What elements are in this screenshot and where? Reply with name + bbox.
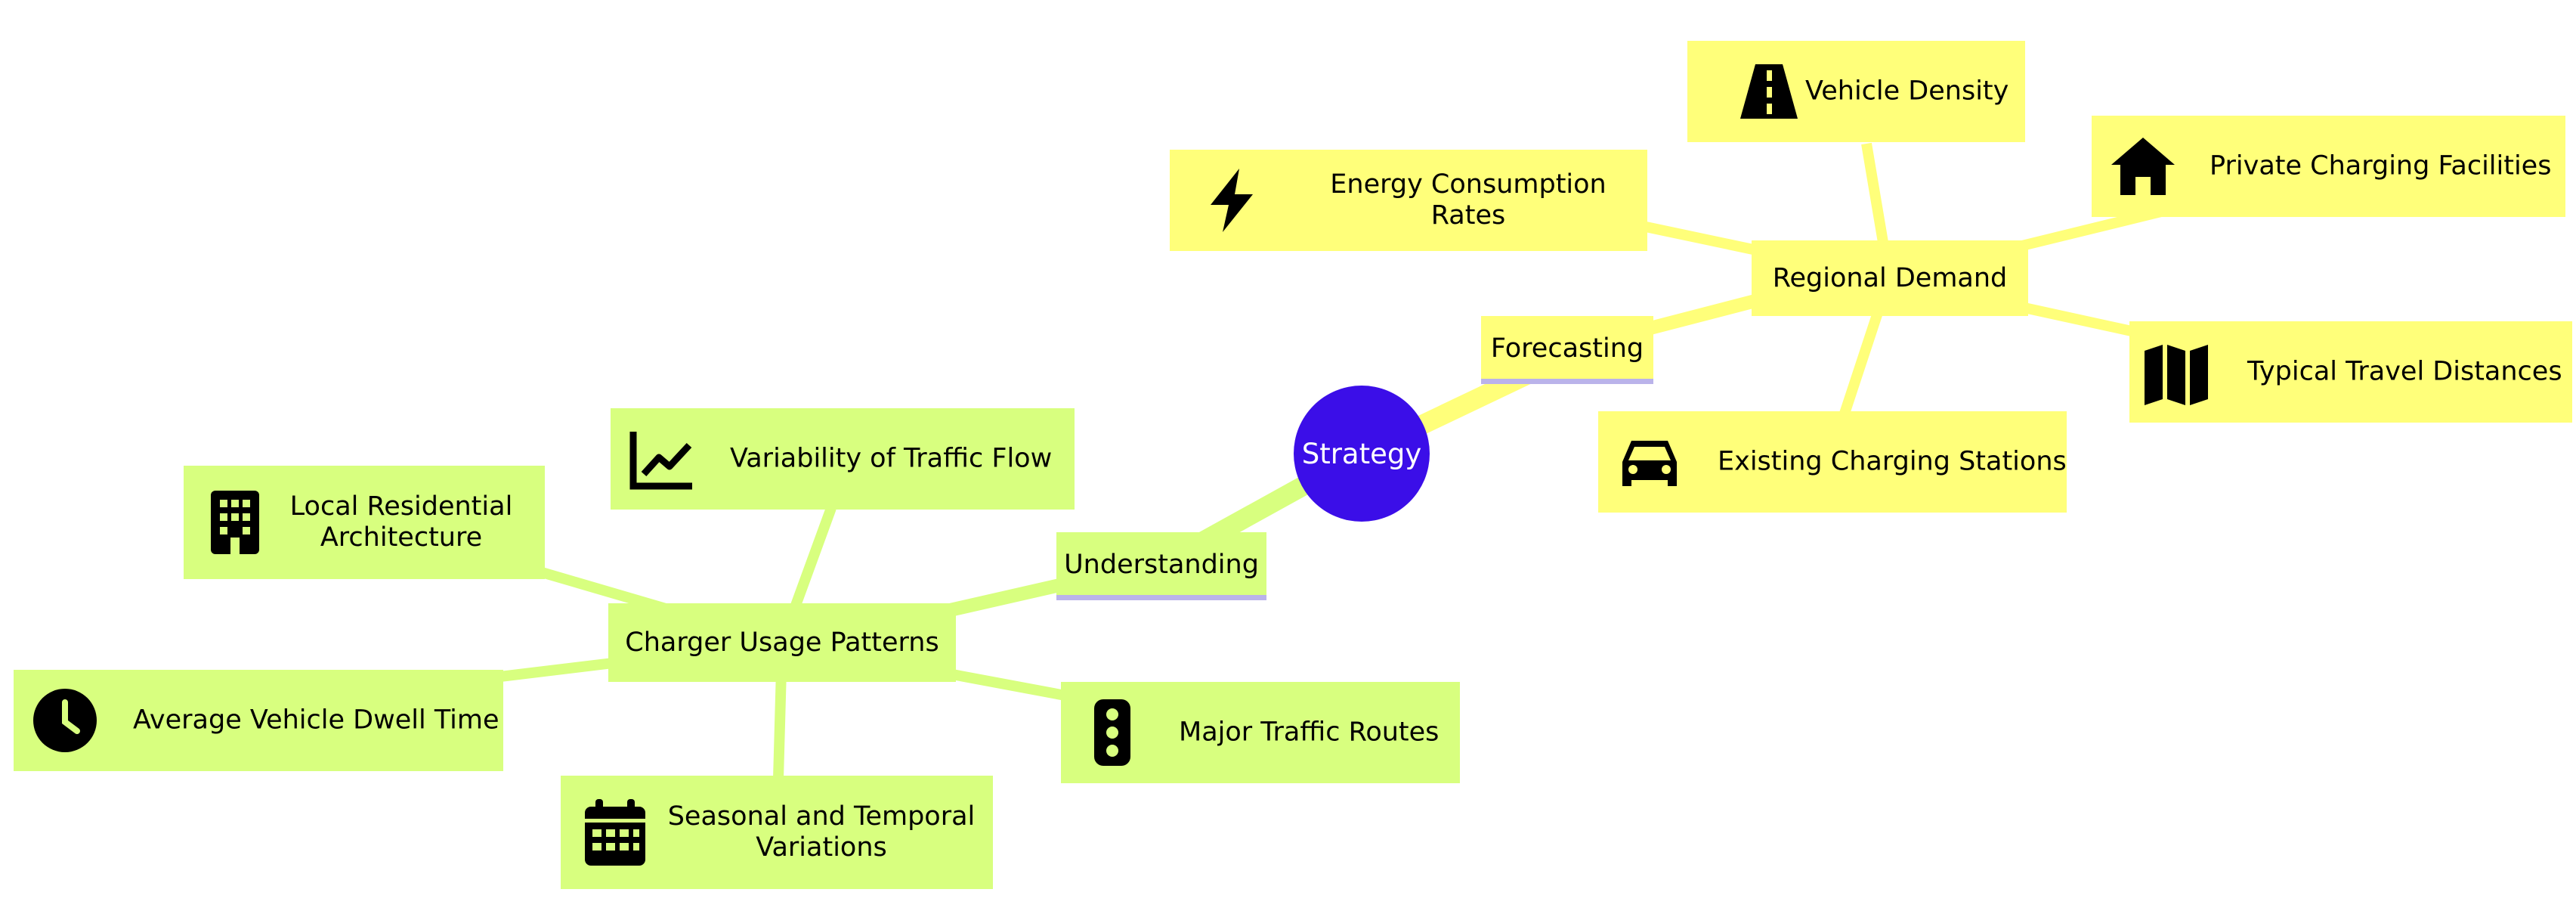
leaf-label: Average Vehicle Dwell Time [133, 705, 499, 736]
leaf-vehicle-density: Vehicle Density [1687, 41, 2025, 142]
clock-icon [29, 684, 101, 757]
branch-underline [1056, 595, 1266, 600]
leaf-label: Existing Charging Stations [1718, 446, 2067, 477]
building-icon [199, 486, 271, 559]
branch-understanding: Understanding [1056, 532, 1266, 600]
leaf-variability-of-traffic-flow: Variability of Traffic Flow [611, 408, 1075, 510]
branch-underline [1481, 379, 1653, 384]
leaf-label: Typical Travel Distances [2247, 356, 2562, 387]
leaf-label: Major Traffic Routes [1179, 717, 1440, 748]
leaf-local-residential-architecture: Local Residential Architecture [184, 466, 545, 579]
leaf-existing-charging-stations: Existing Charging Stations [1598, 411, 2067, 513]
subtopic-label: Charger Usage Patterns [625, 627, 939, 658]
traffic-light-icon [1076, 696, 1149, 769]
leaf-energy-consumption-rates: Energy Consumption Rates [1170, 150, 1647, 251]
branch-forecasting: Forecasting [1481, 316, 1653, 384]
root-node-strategy: Strategy [1294, 386, 1430, 522]
map-icon [2140, 336, 2213, 408]
leaf-label: Local Residential Architecture [289, 491, 513, 553]
leaf-label: Variability of Traffic Flow [730, 443, 1053, 474]
root-label: Strategy [1301, 437, 1422, 470]
road-icon [1733, 55, 1805, 128]
branch-label: Forecasting [1490, 333, 1644, 364]
house-icon [2107, 130, 2179, 203]
subtopic-charger-usage-patterns: Charger Usage Patterns [608, 603, 956, 682]
leaf-label: Energy Consumption Rates [1330, 169, 1607, 231]
leaf-label: Private Charging Facilities [2210, 150, 2552, 181]
leaf-seasonal-and-temporal-variations: Seasonal and Temporal Variations [561, 776, 993, 889]
leaf-label: Vehicle Density [1805, 76, 2009, 107]
leaf-major-traffic-routes: Major Traffic Routes [1061, 682, 1460, 783]
bolt-icon [1195, 164, 1268, 237]
leaf-private-charging-facilities: Private Charging Facilities [2092, 116, 2565, 217]
branch-label: Understanding [1064, 549, 1259, 580]
calendar-icon [579, 796, 651, 869]
leaf-typical-travel-distances: Typical Travel Distances [2129, 321, 2572, 423]
car-icon [1613, 426, 1686, 498]
leaf-label: Seasonal and Temporal Variations [667, 801, 976, 863]
subtopic-label: Regional Demand [1772, 262, 2008, 293]
leaf-average-vehicle-dwell-time: Average Vehicle Dwell Time [14, 670, 503, 771]
subtopic-regional-demand: Regional Demand [1752, 240, 2028, 316]
line-chart-icon [626, 423, 698, 495]
